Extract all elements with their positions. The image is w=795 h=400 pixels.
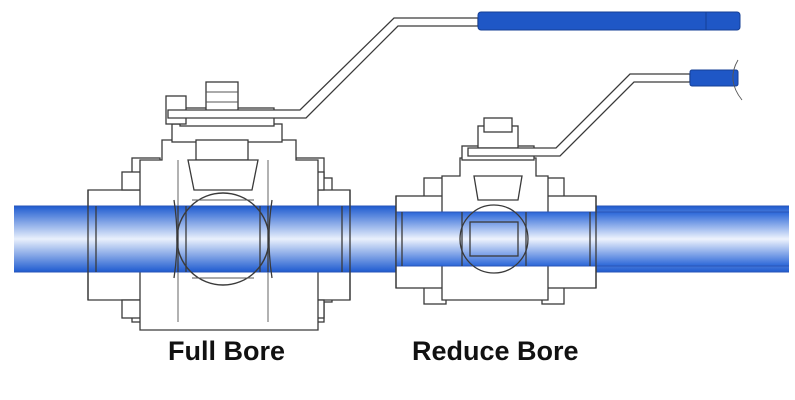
handle-grip[interactable]	[477, 11, 741, 31]
reduce-bore-valve	[395, 59, 789, 305]
stem-nut-small	[483, 117, 513, 133]
pipe-small	[396, 212, 789, 266]
stem-nut	[205, 81, 239, 113]
ball-reduce-bore	[459, 204, 529, 274]
seats	[173, 199, 273, 279]
handle-grip-small[interactable]	[689, 69, 739, 87]
reduce-bore-label: Reduce Bore	[412, 336, 579, 366]
stem	[195, 139, 249, 161]
full-bore-label: Full Bore	[168, 336, 286, 366]
bonnet	[171, 123, 283, 143]
gland	[187, 159, 259, 191]
